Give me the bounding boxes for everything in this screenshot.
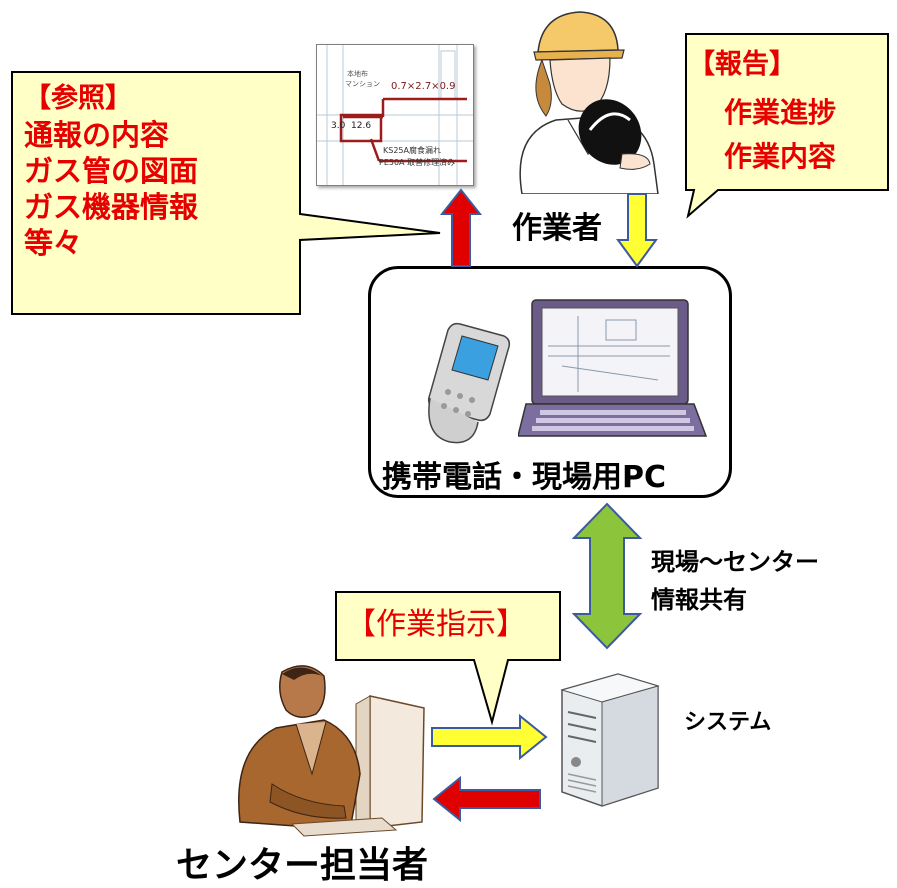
instruction-callout-title: 【作業指示】 <box>346 607 526 642</box>
drawing-corner-note: 本地布 <box>347 70 368 78</box>
share-label-line1: 現場～センター <box>651 548 819 576</box>
pipe-drawing-image: 0.7×2.7×0.9 3.0 12.6 KS25A腐食漏れ PE50A 取替修… <box>316 44 474 186</box>
refer-up-arrow <box>439 188 483 267</box>
center-staff-label: センター担当者 <box>176 845 429 886</box>
drawing-leak-note: KS25A腐食漏れ <box>383 146 441 155</box>
share-double-arrow <box>571 502 643 650</box>
reference-line: 通報の内容 <box>24 118 170 152</box>
worker-label: 作業者 <box>512 211 602 246</box>
center-staff-illustration <box>238 665 425 837</box>
report-callout-bubble <box>685 33 889 219</box>
instruction-callout-bubble <box>335 591 561 726</box>
drawing-corner-note: マンション <box>345 80 380 88</box>
reference-line: 等々 <box>24 225 83 260</box>
drawing-repair-note: PE50A 取替修理済み <box>379 158 456 167</box>
instruction-right-arrow <box>431 713 548 761</box>
devices-label: 携帯電話・現場用PC <box>382 460 667 495</box>
report-callout-title: 【報告】 <box>688 49 796 80</box>
system-label: システム <box>684 710 772 735</box>
report-line: 作業進捗 <box>724 96 837 129</box>
server-icon <box>560 673 660 807</box>
report-down-arrow <box>616 193 658 268</box>
reference-line: ガス管の図面 <box>24 153 199 188</box>
worker-illustration <box>519 11 659 194</box>
mobile-phone-icon <box>427 322 511 444</box>
reference-line: ガス機器情報 <box>24 189 199 224</box>
share-label-line2: 情報共有 <box>651 586 747 614</box>
pipe-drawing-lines <box>317 45 473 185</box>
drawing-left-values: 3.0 12.6 <box>331 121 372 131</box>
laptop-pc-icon <box>518 299 708 437</box>
report-line: 作業内容 <box>724 140 837 173</box>
reference-callout-lines: 通報の内容 ガス管の図面 ガス機器情報 等々 <box>24 118 198 262</box>
reference-callout-bubble <box>11 71 441 315</box>
reference-callout-title: 【参照】 <box>24 83 132 114</box>
response-left-arrow <box>432 775 541 823</box>
drawing-dims-text: 0.7×2.7×0.9 <box>391 81 456 92</box>
